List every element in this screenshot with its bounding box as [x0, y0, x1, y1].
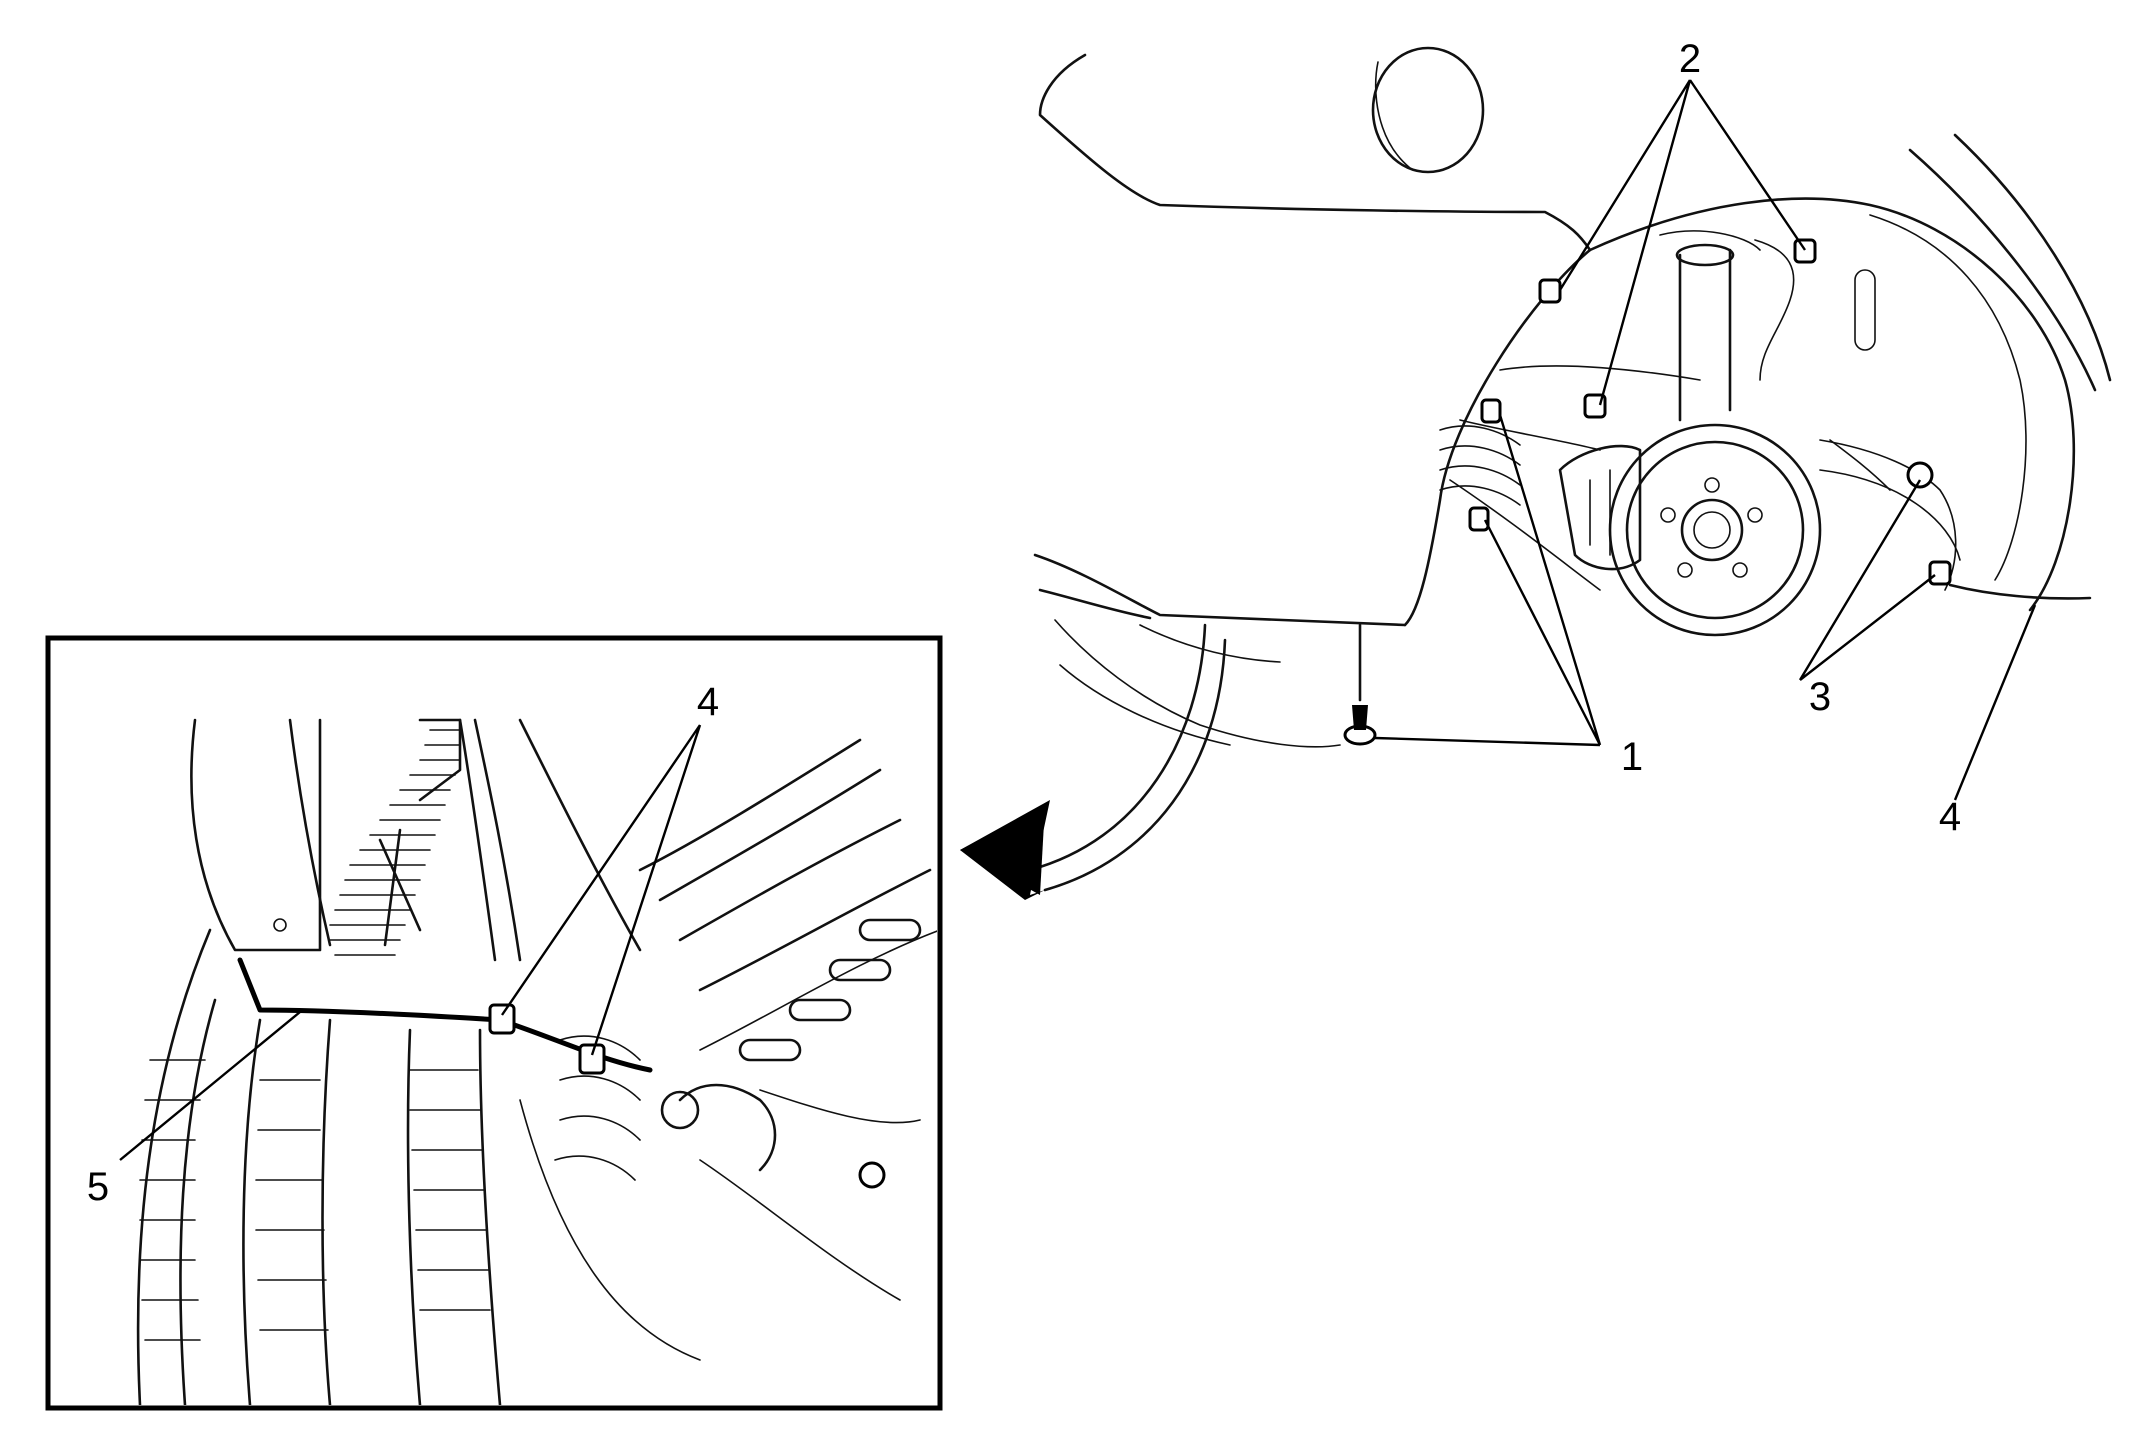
liner-ribs	[329, 718, 462, 956]
arrow-curved-icon	[960, 623, 1227, 900]
detail-view	[45, 635, 943, 1411]
main-leaders	[1374, 79, 2037, 801]
brake-rotor	[1608, 423, 1822, 637]
hub	[1680, 498, 1744, 562]
lug-studs	[1660, 477, 1763, 578]
rocker-panel	[1033, 553, 1407, 627]
brake-caliper	[1558, 444, 1642, 571]
callout-main-2: 2	[1679, 37, 1701, 81]
coil-spring	[1439, 425, 1521, 506]
callout-main-4: 4	[1939, 795, 1961, 839]
main-fasteners	[1343, 238, 2092, 746]
detail-fasteners	[488, 1003, 606, 1075]
quarter-panel	[1908, 148, 2097, 392]
callout-main-1: 1	[1621, 735, 1643, 779]
callout-detail-5: 5	[87, 1165, 109, 1209]
strut	[1678, 248, 1732, 422]
fuel-door	[1371, 46, 1485, 174]
callout-detail-4: 4	[697, 680, 719, 724]
main-view	[1033, 46, 2112, 801]
fender-panel	[190, 718, 322, 952]
underbody-slots	[738, 918, 922, 1062]
tire	[136, 928, 502, 1405]
body-panel	[1038, 53, 1592, 252]
wheel-arch	[1403, 248, 1592, 627]
callout-main-3: 3	[1809, 675, 1831, 719]
